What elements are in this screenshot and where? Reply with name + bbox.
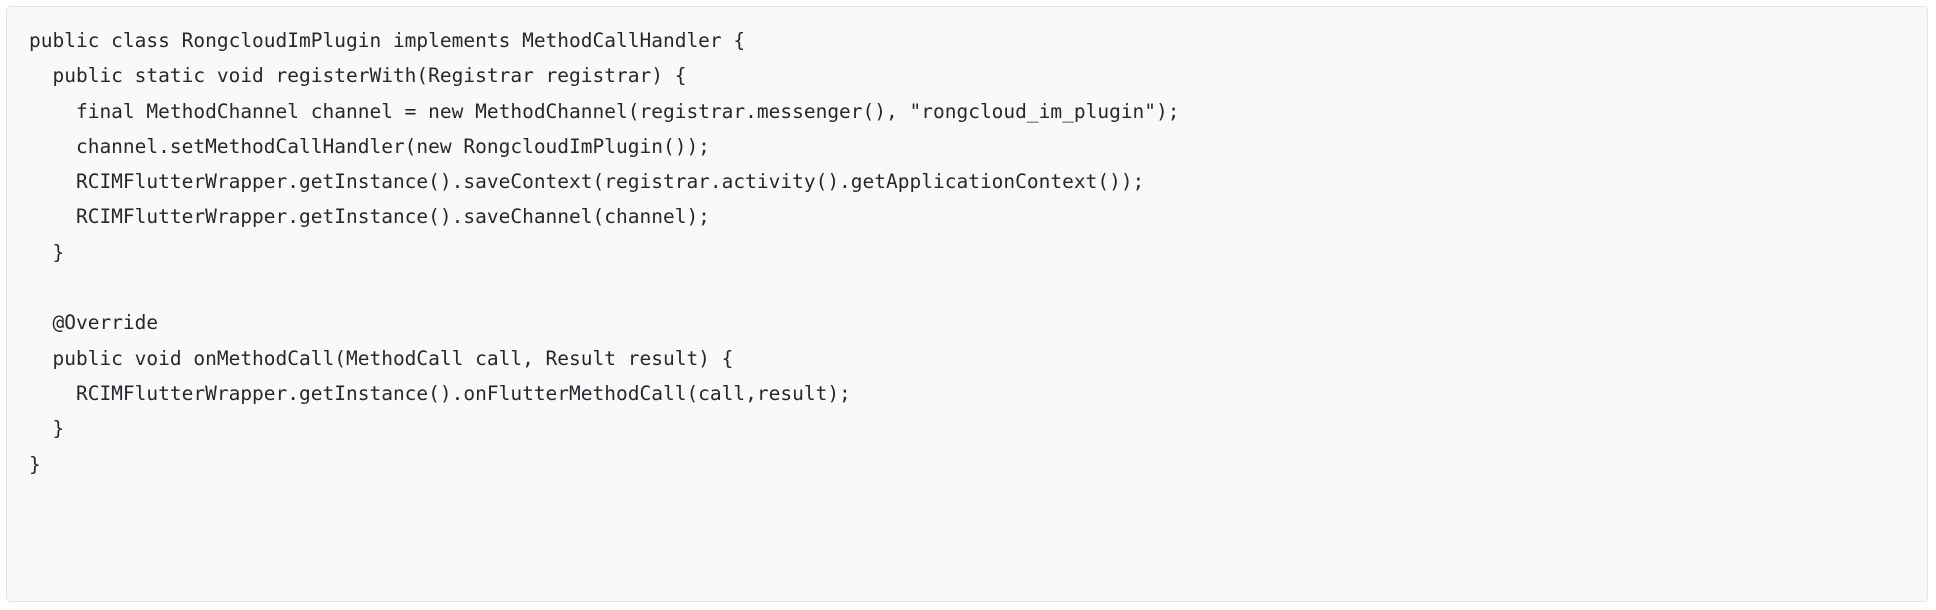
code-line: @Override <box>29 311 159 335</box>
code-line: RCIMFlutterWrapper.getInstance().saveCha… <box>29 205 710 229</box>
code-line: public class RongcloudImPlugin implement… <box>29 29 746 52</box>
code-line: } <box>29 240 65 264</box>
code-content[interactable]: public class RongcloudImPlugin implement… <box>7 23 1927 482</box>
code-line: channel.setMethodCallHandler(new Rongclo… <box>29 134 710 158</box>
code-block[interactable]: public class RongcloudImPlugin implement… <box>6 6 1928 602</box>
code-line <box>29 270 1905 305</box>
code-line: public void onMethodCall(MethodCall call… <box>29 346 734 370</box>
code-line: RCIMFlutterWrapper.getInstance().onFlutt… <box>29 381 851 405</box>
code-line: } <box>29 417 65 441</box>
code-line: public static void registerWith(Registra… <box>29 64 687 88</box>
code-line: RCIMFlutterWrapper.getInstance().saveCon… <box>29 170 1145 194</box>
code-line: } <box>29 452 41 476</box>
code-line: final MethodChannel channel = new Method… <box>29 99 1180 123</box>
